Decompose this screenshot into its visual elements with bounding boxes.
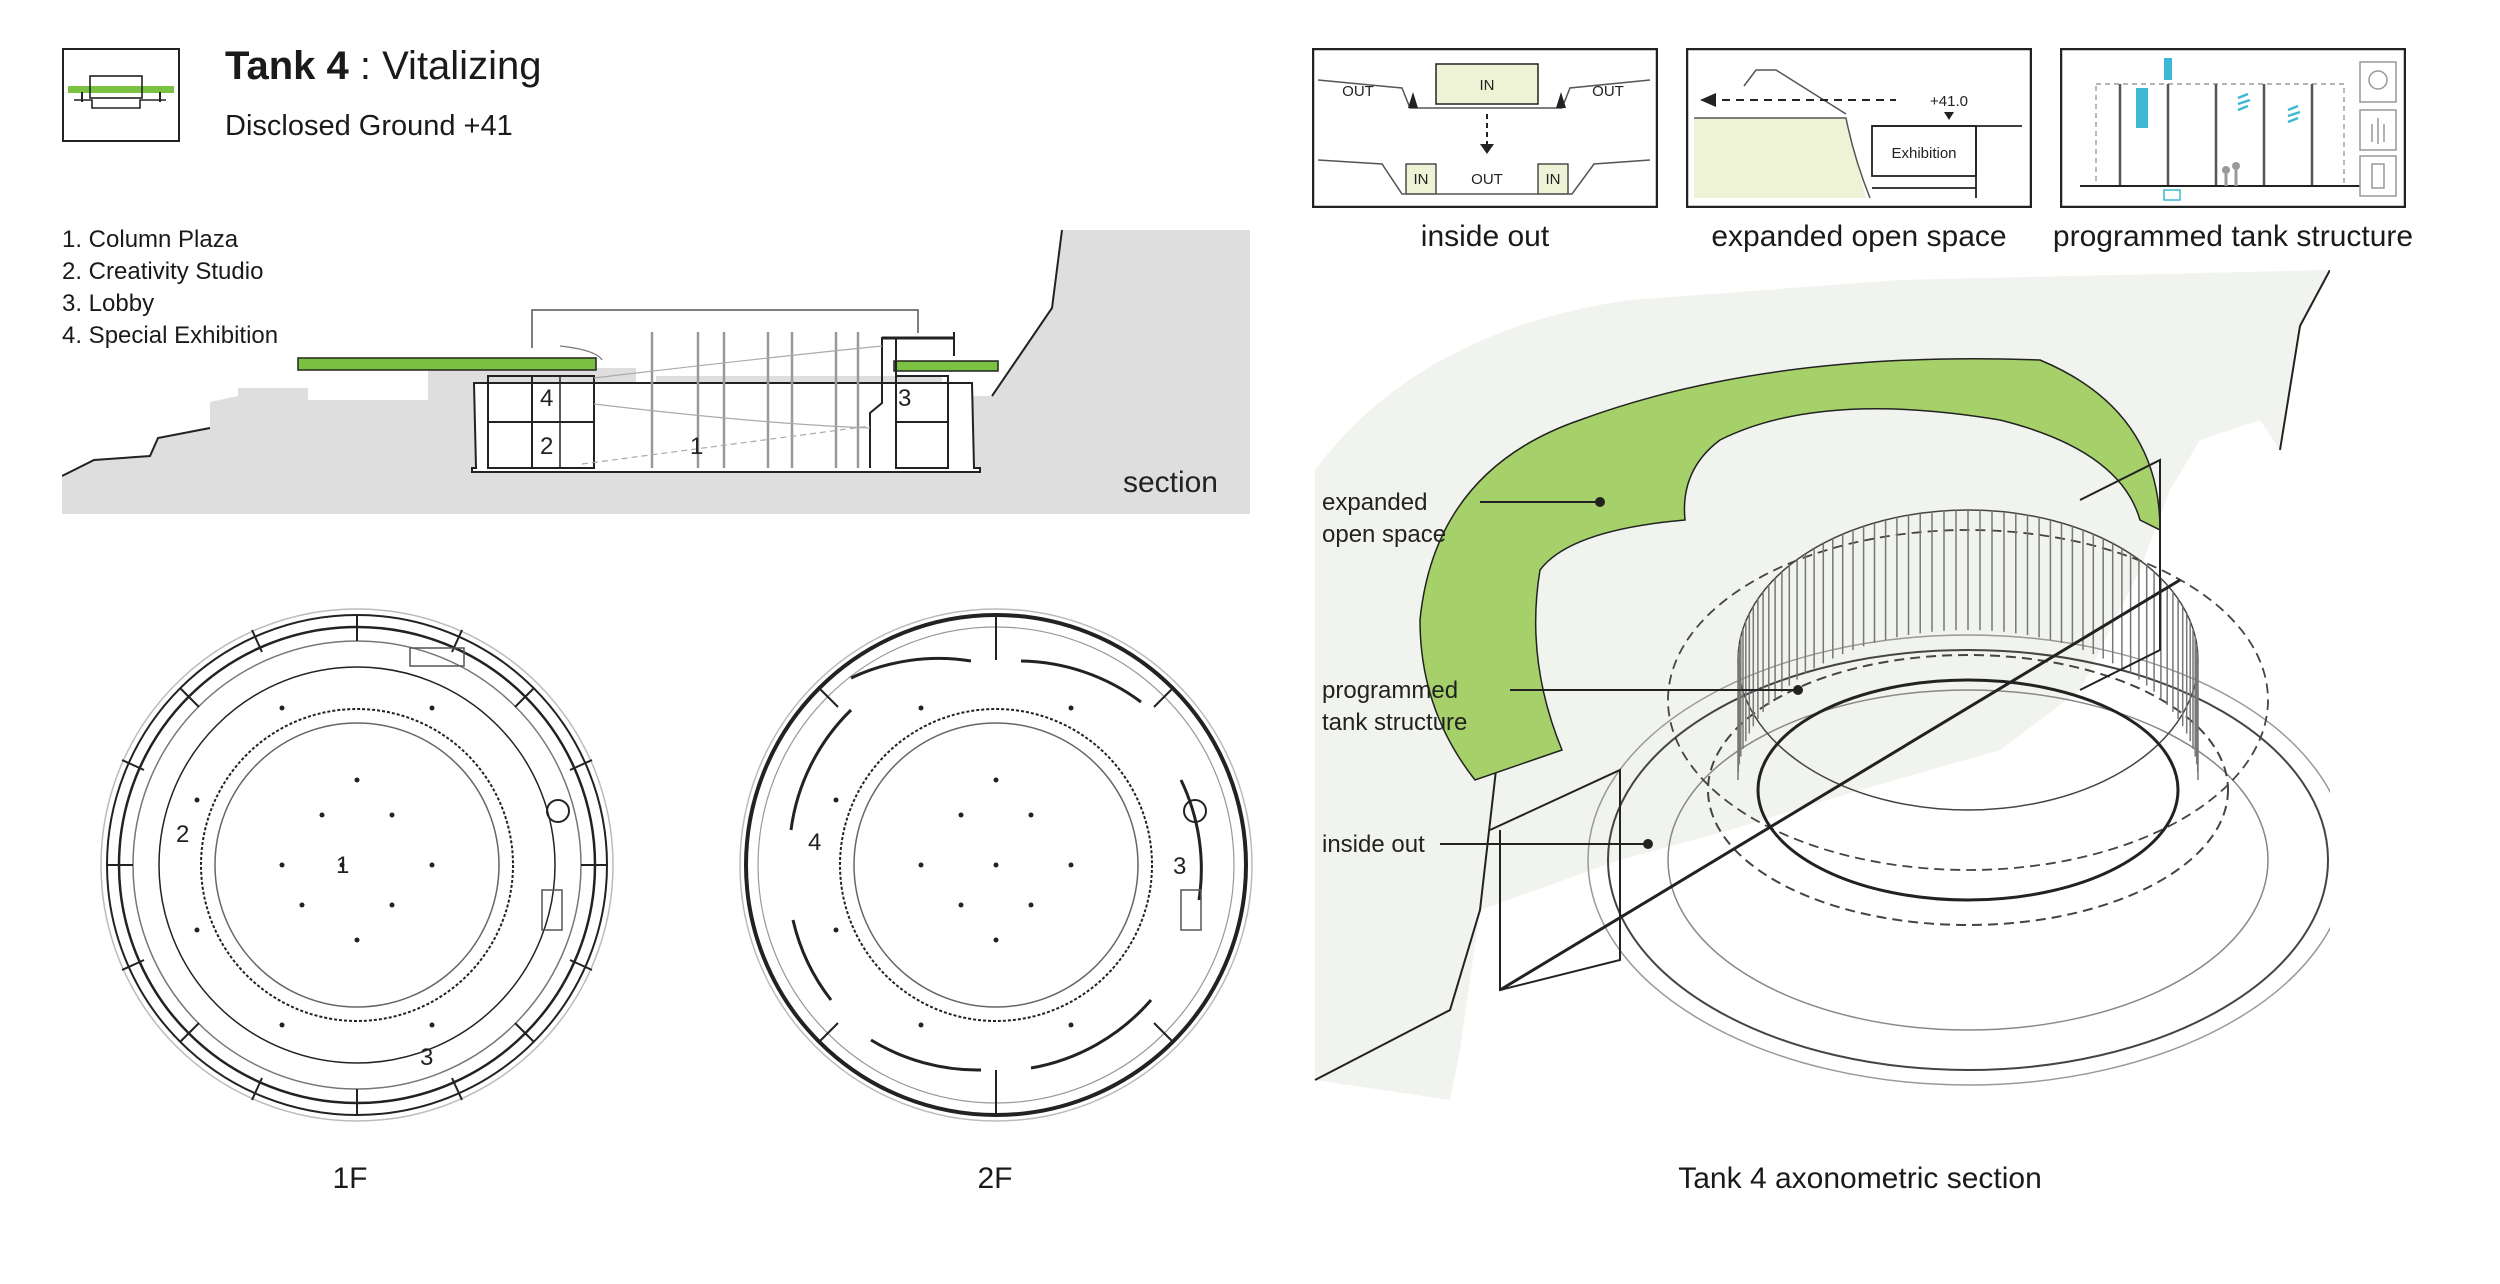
inside-out-diagram: OUT IN OUT IN OUT IN bbox=[1312, 48, 1658, 208]
io-out-bottom: OUT bbox=[1471, 171, 1503, 188]
io-in-left: IN bbox=[1414, 171, 1429, 188]
plan-1f-room-3: 3 bbox=[420, 1044, 433, 1071]
legend-item-creativity-studio: 2. Creativity Studio bbox=[62, 258, 264, 285]
page-title: Tank 4 : Vitalizing bbox=[225, 44, 541, 89]
section-room-4: 4 bbox=[540, 385, 553, 412]
floor-plan-1f: 1 2 3 bbox=[100, 608, 614, 1122]
annotation-programmed-line2: tank structure bbox=[1322, 709, 1467, 736]
section-room-2: 2 bbox=[540, 433, 553, 460]
eos-level: +41.0 bbox=[1930, 93, 1968, 110]
programmed-tank-structure-caption: programmed tank structure bbox=[2052, 220, 2414, 253]
tank-thumbnail-icon bbox=[62, 48, 180, 142]
axonometric-section: expanded open space programmed tank stru… bbox=[1314, 270, 2330, 1100]
legend-item-special-exhibition: 4. Special Exhibition bbox=[62, 322, 279, 349]
page-subtitle: Disclosed Ground +41 bbox=[225, 110, 513, 142]
section-room-3: 3 bbox=[898, 385, 911, 412]
tank-name: Tank 4 bbox=[225, 44, 349, 88]
programmed-tank-structure-diagram bbox=[2060, 48, 2406, 208]
io-in-top: IN bbox=[1480, 77, 1495, 94]
inside-out-caption: inside out bbox=[1420, 220, 1550, 253]
annotation-inside-out: inside out bbox=[1322, 831, 1425, 858]
annotation-programmed-line1: programmed bbox=[1322, 677, 1458, 704]
title-separator: : bbox=[348, 44, 383, 88]
axonometric-caption: Tank 4 axonometric section bbox=[1678, 1162, 2042, 1195]
annotation-expanded-line1: expanded bbox=[1322, 489, 1427, 516]
legend-item-column-plaza: 1. Column Plaza bbox=[62, 226, 239, 253]
plan-2f-room-3: 3 bbox=[1173, 853, 1186, 880]
room-legend: 1. Column Plaza 2. Creativity Studio 3. … bbox=[62, 224, 278, 352]
plan-1f-label: 1F bbox=[332, 1162, 368, 1195]
io-out-left: OUT bbox=[1342, 83, 1374, 100]
section-label: section bbox=[1123, 466, 1218, 499]
io-out-right: OUT bbox=[1592, 83, 1624, 100]
floor-plan-2f: 4 3 bbox=[739, 608, 1253, 1122]
section-diagram: 4 2 1 3 section bbox=[62, 229, 1250, 514]
io-in-right: IN bbox=[1546, 171, 1561, 188]
tank-theme: Vitalizing bbox=[382, 44, 542, 88]
annotation-expanded-line2: open space bbox=[1322, 521, 1446, 548]
plan-2f-label: 2F bbox=[977, 1162, 1013, 1195]
expanded-open-space-caption: expanded open space bbox=[1711, 220, 2007, 253]
expanded-open-space-diagram: +41.0 Exhibition bbox=[1686, 48, 2032, 208]
legend-item-lobby: 3. Lobby bbox=[62, 290, 155, 317]
eos-room: Exhibition bbox=[1891, 145, 1956, 162]
section-room-1: 1 bbox=[690, 433, 703, 460]
plan-1f-room-1: 1 bbox=[336, 852, 349, 879]
plan-2f-room-4: 4 bbox=[808, 829, 821, 856]
plan-1f-room-2: 2 bbox=[176, 821, 189, 848]
